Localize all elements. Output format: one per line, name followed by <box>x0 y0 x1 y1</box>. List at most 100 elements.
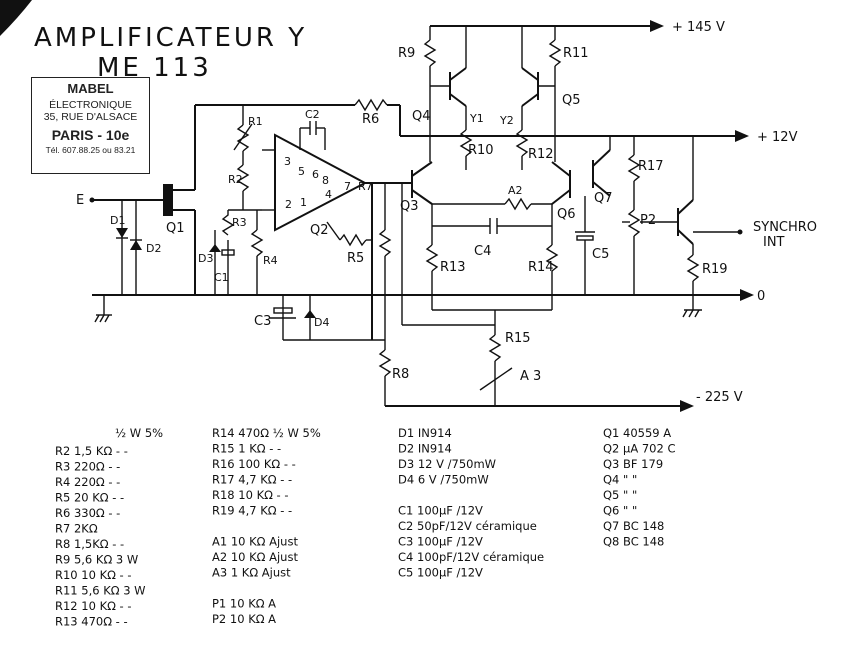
svg-text:C4: C4 <box>474 244 491 259</box>
svg-text:7: 7 <box>344 180 351 193</box>
r9: R9 <box>398 26 437 162</box>
rail-plus12: + 12V <box>400 130 798 145</box>
parts-line: D1 IN914 <box>398 426 452 440</box>
parts-line: C5 100µF /12V <box>398 566 483 580</box>
c3-d4: C3 D4 <box>254 295 385 341</box>
svg-text:4: 4 <box>325 188 332 201</box>
svg-text:1: 1 <box>300 196 307 209</box>
svg-text:0: 0 <box>757 289 765 304</box>
svg-text:C2: C2 <box>305 108 320 121</box>
svg-text:R10: R10 <box>468 143 494 158</box>
d3-c1: D3 C1 <box>198 230 235 295</box>
svg-text:C3: C3 <box>254 314 271 329</box>
parts-line: C2 50pF/12V céramique <box>398 519 537 533</box>
svg-text:R1: R1 <box>248 115 263 128</box>
svg-text:R2: R2 <box>228 173 243 186</box>
title-line1: AMPLIFICATEUR Y <box>34 23 307 53</box>
svg-text:R12: R12 <box>528 147 554 162</box>
q7-transistor: Q7 <box>592 136 613 206</box>
r17: R17 <box>627 136 664 210</box>
company-stamp: MABEL ÉLECTRONIQUE 35, RUE D'ALSACE PARI… <box>31 77 150 174</box>
svg-text:R9: R9 <box>398 46 415 61</box>
svg-text:- 225 V: - 225 V <box>696 390 743 405</box>
r6-line: R6 <box>195 98 401 136</box>
svg-text:D1: D1 <box>110 214 125 227</box>
parts-line: A3 1 KΩ Ajust <box>212 566 291 580</box>
svg-text:R11: R11 <box>563 46 589 61</box>
svg-text:Q5: Q5 <box>562 93 581 108</box>
r10-y1: R10 Y1 <box>459 106 494 170</box>
parts-line: R14 470Ω ½ W 5% <box>212 426 321 440</box>
svg-text:5: 5 <box>298 165 305 178</box>
parts-line: R7 2KΩ <box>55 522 98 536</box>
svg-text:3: 3 <box>284 155 291 168</box>
svg-text:A2: A2 <box>508 184 523 197</box>
svg-text:D4: D4 <box>314 316 329 329</box>
parts-line: R5 20 KΩ - - <box>55 491 124 505</box>
parts-line: C4 100pF/12V céramique <box>398 550 544 564</box>
svg-text:R4: R4 <box>263 254 278 267</box>
q4-transistor: Q4 <box>412 26 467 124</box>
parts-line: Q6 " " <box>603 504 637 518</box>
stamp-line2: 35, RUE D'ALSACE <box>43 111 138 123</box>
p2-pot: P2 <box>622 209 656 295</box>
parts-line: C1 100µF /12V <box>398 504 483 518</box>
svg-text:6: 6 <box>312 168 319 181</box>
svg-text:8: 8 <box>322 174 329 187</box>
svg-text:Q1: Q1 <box>166 221 185 236</box>
q1-fet: Q1 <box>163 105 196 295</box>
r2: R2 <box>228 151 250 210</box>
diodes-d1-d2: D1 D2 <box>110 200 161 295</box>
c5: C5 <box>575 196 609 295</box>
svg-text:INT: INT <box>763 235 785 250</box>
parts-line: D2 IN914 <box>398 442 452 456</box>
parts-line: R9 5,6 KΩ 3 W <box>55 553 138 567</box>
q5-transistor: Q5 <box>521 26 581 108</box>
parts-line: A2 10 KΩ Ajust <box>212 550 298 564</box>
svg-text:+ 12V: + 12V <box>757 130 798 145</box>
parts-line: R13 470Ω - - <box>55 615 128 629</box>
stamp-city: PARIS - 10e <box>51 127 130 143</box>
r4: R4 <box>250 210 278 295</box>
parts-line: R15 1 KΩ - - <box>212 442 281 456</box>
svg-text:2: 2 <box>285 198 292 211</box>
parts-line: Q5 " " <box>603 488 637 502</box>
parts-col1: R2 1,5 KΩ - -R3 220Ω - -R4 220Ω - -R5 20… <box>55 444 146 629</box>
svg-text:P2: P2 <box>640 213 656 228</box>
stamp-tel: Tél. 607.88.25 ou 83.21 <box>45 145 136 155</box>
ground-left <box>94 295 112 323</box>
parts-line: P2 10 KΩ A <box>212 612 276 626</box>
parts-line: R16 100 KΩ - - <box>212 457 296 471</box>
svg-text:Q7: Q7 <box>594 191 613 206</box>
parts-col2: R14 470Ω ½ W 5% R15 1 KΩ - -R16 100 KΩ - … <box>212 426 321 626</box>
rail-minus225: - 225 V <box>385 390 743 412</box>
r7: R7 <box>358 180 373 340</box>
parts-line: D3 12 V /750mW <box>398 457 496 471</box>
svg-text:C5: C5 <box>592 247 609 262</box>
synchro-output: SYNCHRO INT <box>693 220 817 250</box>
output-transistor <box>640 136 694 245</box>
svg-text:R3: R3 <box>232 216 247 229</box>
parts-line: R3 220Ω - - <box>55 460 120 474</box>
parts-line: R4 220Ω - - <box>55 475 120 489</box>
svg-text:C1: C1 <box>214 271 229 284</box>
svg-text:R8: R8 <box>392 367 409 382</box>
svg-text:A 3: A 3 <box>520 369 541 384</box>
q2-opamp: 3 5 6 8 7 2 1 4 Q2 <box>262 133 400 238</box>
parts-line: A1 10 KΩ Ajust <box>212 535 298 549</box>
svg-text:Q6: Q6 <box>557 207 576 222</box>
svg-text:R5: R5 <box>347 251 364 266</box>
parts-line: Q7 BC 148 <box>603 519 664 533</box>
r15-a3: R15 A 3 <box>401 183 552 406</box>
rail-zero: 0 <box>92 289 765 304</box>
stamp-name: MABEL <box>67 81 114 96</box>
svg-text:R17: R17 <box>638 159 664 174</box>
parts-line: R17 4,7 KΩ - - <box>212 473 292 487</box>
parts-line: R12 10 KΩ - - <box>55 599 132 613</box>
stamp-line1: ÉLECTRONIQUE <box>49 99 132 111</box>
corner-mark <box>0 0 32 36</box>
svg-text:Q2: Q2 <box>310 223 329 238</box>
r13: R13 <box>425 204 466 310</box>
